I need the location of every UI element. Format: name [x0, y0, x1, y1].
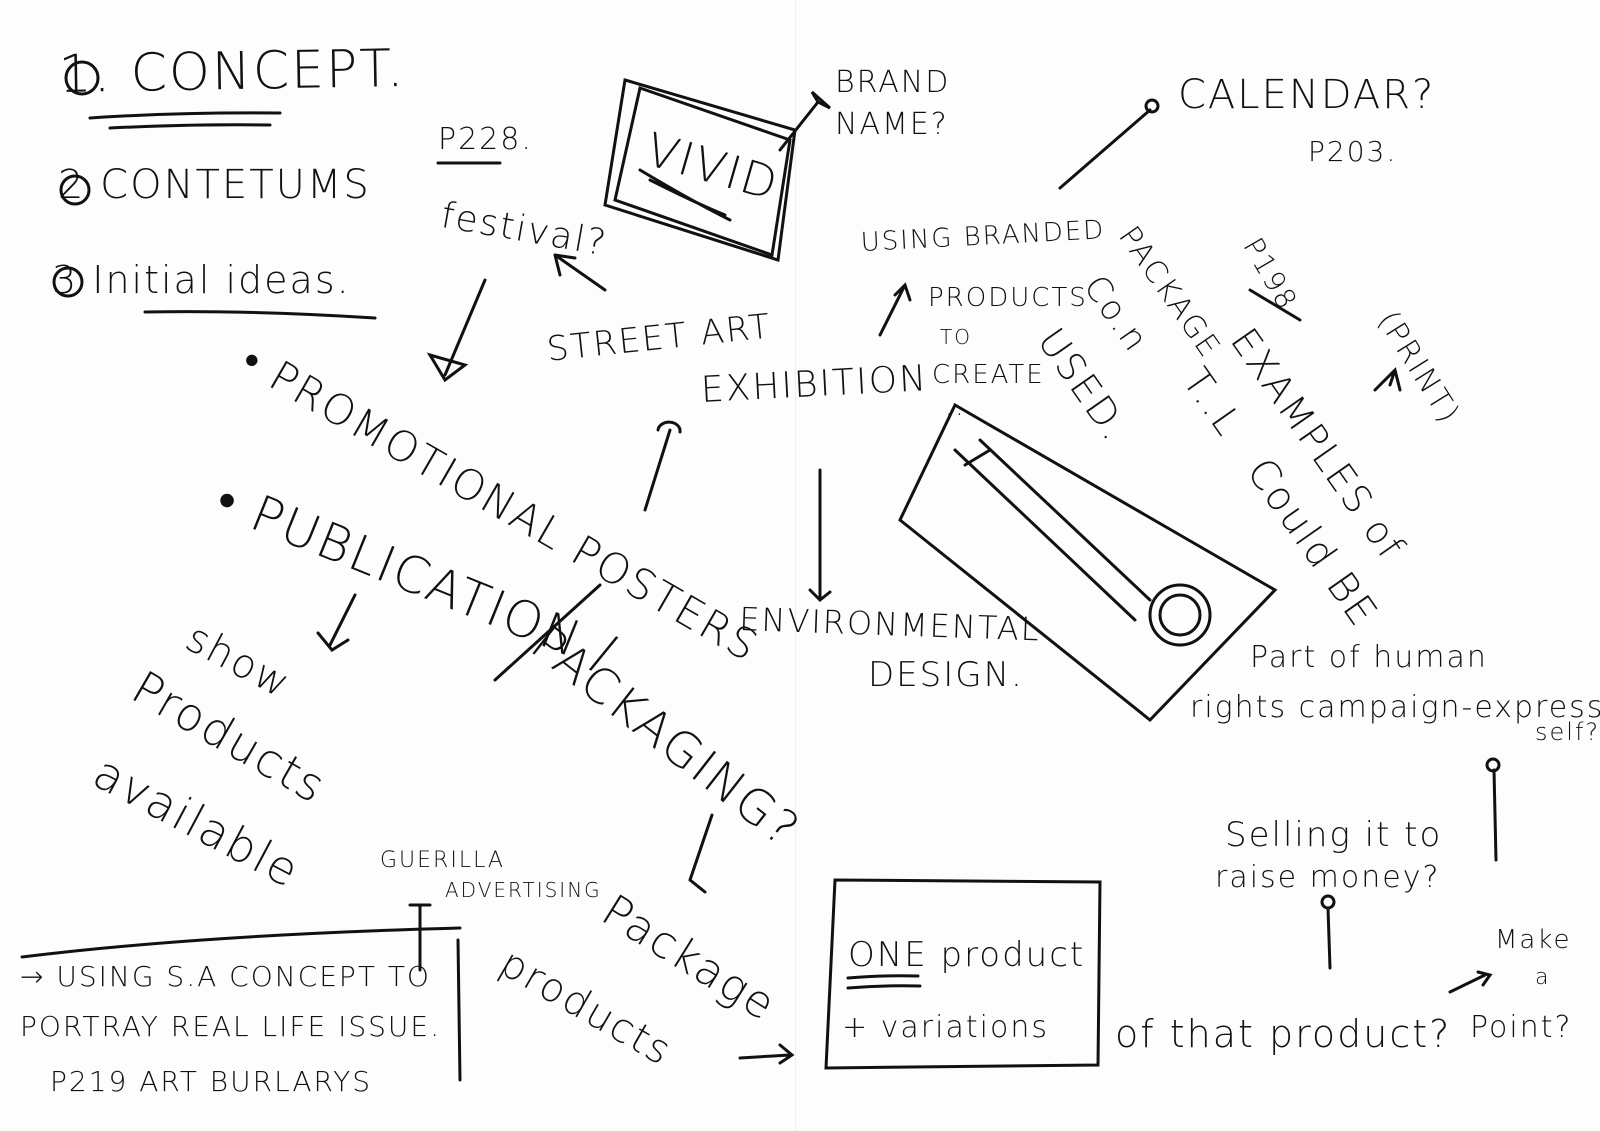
p198-underline — [1248, 288, 1302, 322]
circle-3 — [52, 266, 84, 298]
list-item-concept: 1. CONCEPT. — [58, 38, 406, 105]
list-item-initial-ideas: 3 Initial ideas. — [52, 258, 351, 302]
note-of-that-product: of that product? — [1115, 1012, 1452, 1056]
note-selling: Selling it to — [1225, 815, 1443, 855]
package-roll — [1148, 583, 1212, 647]
circle-2 — [59, 174, 91, 206]
exhibition-arrow — [643, 420, 682, 512]
environmental-arrow — [808, 468, 832, 603]
note-human-rights: Part of human — [1250, 640, 1488, 675]
selling-line — [1326, 906, 1332, 970]
note-p228: P228. — [438, 122, 533, 157]
note-self: self? — [1535, 718, 1600, 746]
note-guerilla: GUERILLA — [380, 848, 505, 873]
note-design: DESIGN. — [868, 655, 1024, 695]
note-sa-concept: → USING S.A CONCEPT TO — [20, 960, 431, 993]
self-pin — [1485, 757, 1501, 773]
note-products: PRODUCTS — [928, 283, 1088, 313]
note-p219: P219 ART BURLARYS — [50, 1065, 373, 1098]
vivid-box-sketch — [603, 78, 797, 262]
note-campaign: rights campaign-express — [1190, 690, 1600, 725]
page-fold — [795, 0, 796, 1131]
note-calendar: CALENDAR? — [1178, 72, 1436, 118]
package-arrow — [688, 813, 714, 894]
note-raise-money: raise money? — [1215, 860, 1441, 895]
note-real-life-issue: PORTRAY REAL LIFE ISSUE. — [20, 1010, 441, 1043]
selling-pin — [1320, 894, 1336, 910]
print-arrow — [1373, 367, 1402, 392]
circle-1 — [64, 60, 100, 96]
slash — [493, 583, 602, 682]
note-brand-name: BRAND NAME? — [835, 65, 951, 142]
package-roll-inner — [1158, 593, 1202, 637]
calendar-line — [1058, 108, 1152, 190]
note-one-product: ONE product — [848, 935, 1086, 975]
note-to: TO — [940, 325, 972, 349]
one-underline — [846, 974, 922, 990]
note-point: Point? — [1470, 1010, 1573, 1045]
festival-arrow — [553, 253, 607, 292]
note-make: Make — [1495, 925, 1572, 955]
guerilla-arrow — [408, 903, 432, 972]
package-sketch — [898, 402, 1278, 723]
package-to-product-arrow — [738, 1043, 795, 1065]
list-item-contetums: 2 CONTETUMS — [58, 162, 371, 208]
vivid-underline — [638, 168, 732, 222]
calendar-pin — [1144, 98, 1160, 114]
sa-side-line — [456, 938, 462, 1082]
make-point-arrow — [1448, 970, 1493, 994]
show-arrow — [316, 593, 357, 652]
note-ellipsis: ... — [945, 392, 976, 422]
note-a: a — [1535, 965, 1551, 990]
posters-arrow — [426, 278, 487, 383]
one-product-box — [824, 878, 1102, 1070]
note-p203: P203. — [1308, 135, 1398, 168]
package-strip — [953, 438, 1152, 622]
self-line — [1492, 768, 1498, 862]
initial-ideas-underline — [143, 310, 377, 320]
note-advertising: ADVERTISING — [445, 878, 602, 902]
note-variations: + variations — [842, 1010, 1049, 1045]
concept-underline — [88, 111, 282, 130]
brand-arrow — [778, 90, 831, 152]
branded-arrow — [878, 282, 912, 337]
note-create: CREATE — [932, 360, 1045, 390]
sa-top-line — [20, 926, 462, 959]
